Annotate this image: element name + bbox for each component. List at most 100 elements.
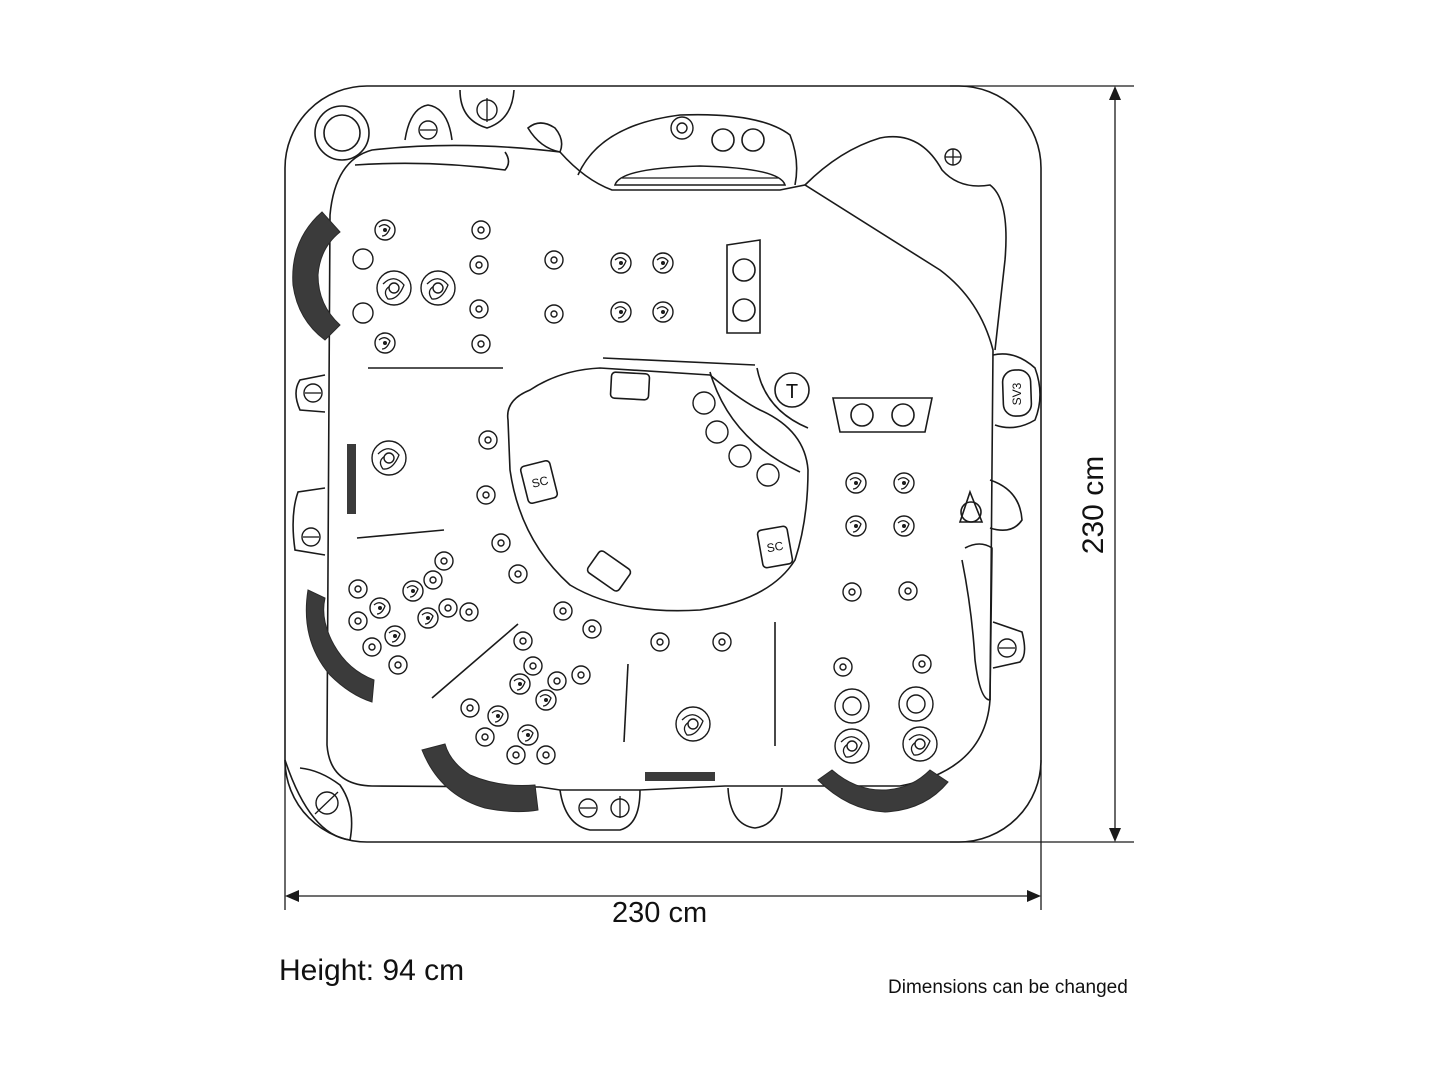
corner-cup-holder bbox=[314, 105, 370, 161]
large-rotating-jet-icon bbox=[376, 270, 412, 306]
depth-arrow-top bbox=[1109, 86, 1121, 100]
jet-icon bbox=[491, 533, 511, 553]
top-speaker-tray bbox=[726, 239, 761, 334]
dimension-lines bbox=[284, 85, 1134, 910]
footwell-inner-curve bbox=[709, 371, 801, 473]
bottom-step bbox=[727, 787, 783, 829]
spa-outer-shell bbox=[284, 85, 1042, 843]
jet-icon bbox=[388, 655, 408, 675]
speaker-left-icon bbox=[711, 128, 735, 152]
right-tray-speaker-left bbox=[850, 403, 874, 427]
jet-icon bbox=[506, 745, 526, 765]
jet-icon bbox=[362, 637, 382, 657]
large-ring-jet-icon bbox=[834, 688, 870, 724]
rotating-jet-icon bbox=[610, 252, 632, 274]
jet-icon bbox=[898, 581, 918, 601]
width-arrow-left bbox=[285, 890, 299, 902]
right-sv-niche bbox=[992, 353, 1041, 429]
jet-icon bbox=[459, 602, 479, 622]
top-left-control-niche bbox=[404, 104, 453, 141]
jet-icon bbox=[423, 570, 443, 590]
depth-arrow-bottom bbox=[1109, 828, 1121, 842]
waterfall-lip bbox=[526, 122, 563, 153]
right-tray-speaker-right bbox=[891, 403, 915, 427]
jet-group bbox=[348, 219, 938, 765]
jet-icon bbox=[544, 304, 564, 324]
rotating-jet-icon bbox=[487, 705, 509, 727]
jet-icon bbox=[471, 334, 491, 354]
headrest-bottom-right bbox=[817, 769, 949, 813]
bottom-left-corner-niche bbox=[284, 759, 353, 841]
right-niche-lower bbox=[992, 621, 1026, 669]
jet-icon bbox=[348, 611, 368, 631]
width-arrow-right bbox=[1027, 890, 1041, 902]
headrest-left-bottom bbox=[305, 589, 375, 703]
jet-icon bbox=[523, 656, 543, 676]
large-rotating-jet-icon bbox=[420, 270, 456, 306]
top-fixtures bbox=[314, 89, 1007, 351]
footwell-outline bbox=[506, 367, 809, 612]
jet-icon bbox=[842, 582, 862, 602]
rotating-jet-icon bbox=[369, 597, 391, 619]
waterfall-spout bbox=[613, 165, 787, 186]
rotating-jet-icon bbox=[517, 724, 539, 746]
speaker-right-icon bbox=[741, 128, 765, 152]
jet-icon bbox=[571, 665, 591, 685]
jet-icon bbox=[469, 255, 489, 275]
jet-icon bbox=[553, 601, 573, 621]
sc-suction-left bbox=[519, 459, 559, 505]
jet-icon bbox=[471, 220, 491, 240]
left-niche-upper bbox=[295, 374, 326, 413]
sv3-label: SV3 bbox=[1010, 382, 1024, 405]
left-fixtures bbox=[284, 211, 375, 841]
jet-icon bbox=[469, 299, 489, 319]
rotating-jet-icon bbox=[384, 625, 406, 647]
rotating-jet-icon bbox=[374, 219, 396, 241]
sc-label-left: SC bbox=[530, 473, 550, 491]
jet-icon bbox=[536, 745, 556, 765]
t-label: T bbox=[786, 381, 798, 403]
rotating-jet-icon bbox=[374, 332, 396, 354]
width-dimension-label: 230 cm bbox=[612, 897, 708, 929]
right-fixtures bbox=[817, 353, 1041, 813]
height-label: Height: 94 cm bbox=[279, 954, 465, 987]
rotating-jet-icon bbox=[893, 515, 915, 537]
depth-dimension-label: 230 cm bbox=[1077, 455, 1110, 555]
headrest-bottom-left bbox=[421, 743, 539, 813]
jet-icon bbox=[712, 632, 732, 652]
footwell-drain-bottom bbox=[586, 550, 632, 592]
right-lounge-edge bbox=[964, 543, 993, 701]
lounger-top-edge bbox=[804, 136, 1007, 351]
jet-icon bbox=[912, 654, 932, 674]
large-ring-jet-icon bbox=[898, 686, 934, 722]
left-niche-lower bbox=[292, 487, 326, 556]
jet-icon bbox=[438, 598, 458, 618]
large-rotating-jet-icon bbox=[371, 440, 407, 476]
jet-icon bbox=[544, 250, 564, 270]
rotating-jet-icon bbox=[845, 472, 867, 494]
right-speaker-tray bbox=[832, 397, 933, 433]
large-rotating-jet-icon bbox=[675, 706, 711, 742]
t-niche-curve bbox=[756, 367, 809, 429]
jet-icon bbox=[513, 631, 533, 651]
bottom-fixtures bbox=[421, 743, 783, 831]
rotating-jet-icon bbox=[893, 472, 915, 494]
jet-icon bbox=[478, 430, 498, 450]
headrest-left-top bbox=[292, 211, 341, 341]
right-valve-niche bbox=[989, 479, 1023, 531]
footwell-drain-top bbox=[609, 371, 651, 401]
top-diverter-niche bbox=[459, 89, 515, 129]
ring-jet-icon bbox=[352, 302, 374, 324]
sc-suction-right bbox=[756, 525, 794, 569]
top-left-bench-edge bbox=[354, 151, 510, 171]
jet-icon bbox=[833, 657, 853, 677]
rotating-jet-icon bbox=[535, 689, 557, 711]
jet-icon bbox=[582, 619, 602, 639]
large-rotating-jet-icon bbox=[834, 728, 870, 764]
jet-icon bbox=[476, 485, 496, 505]
rotating-jet-icon bbox=[402, 580, 424, 602]
jet-icon bbox=[348, 579, 368, 599]
jet-icon bbox=[460, 698, 480, 718]
rotating-jet-icon bbox=[610, 301, 632, 323]
